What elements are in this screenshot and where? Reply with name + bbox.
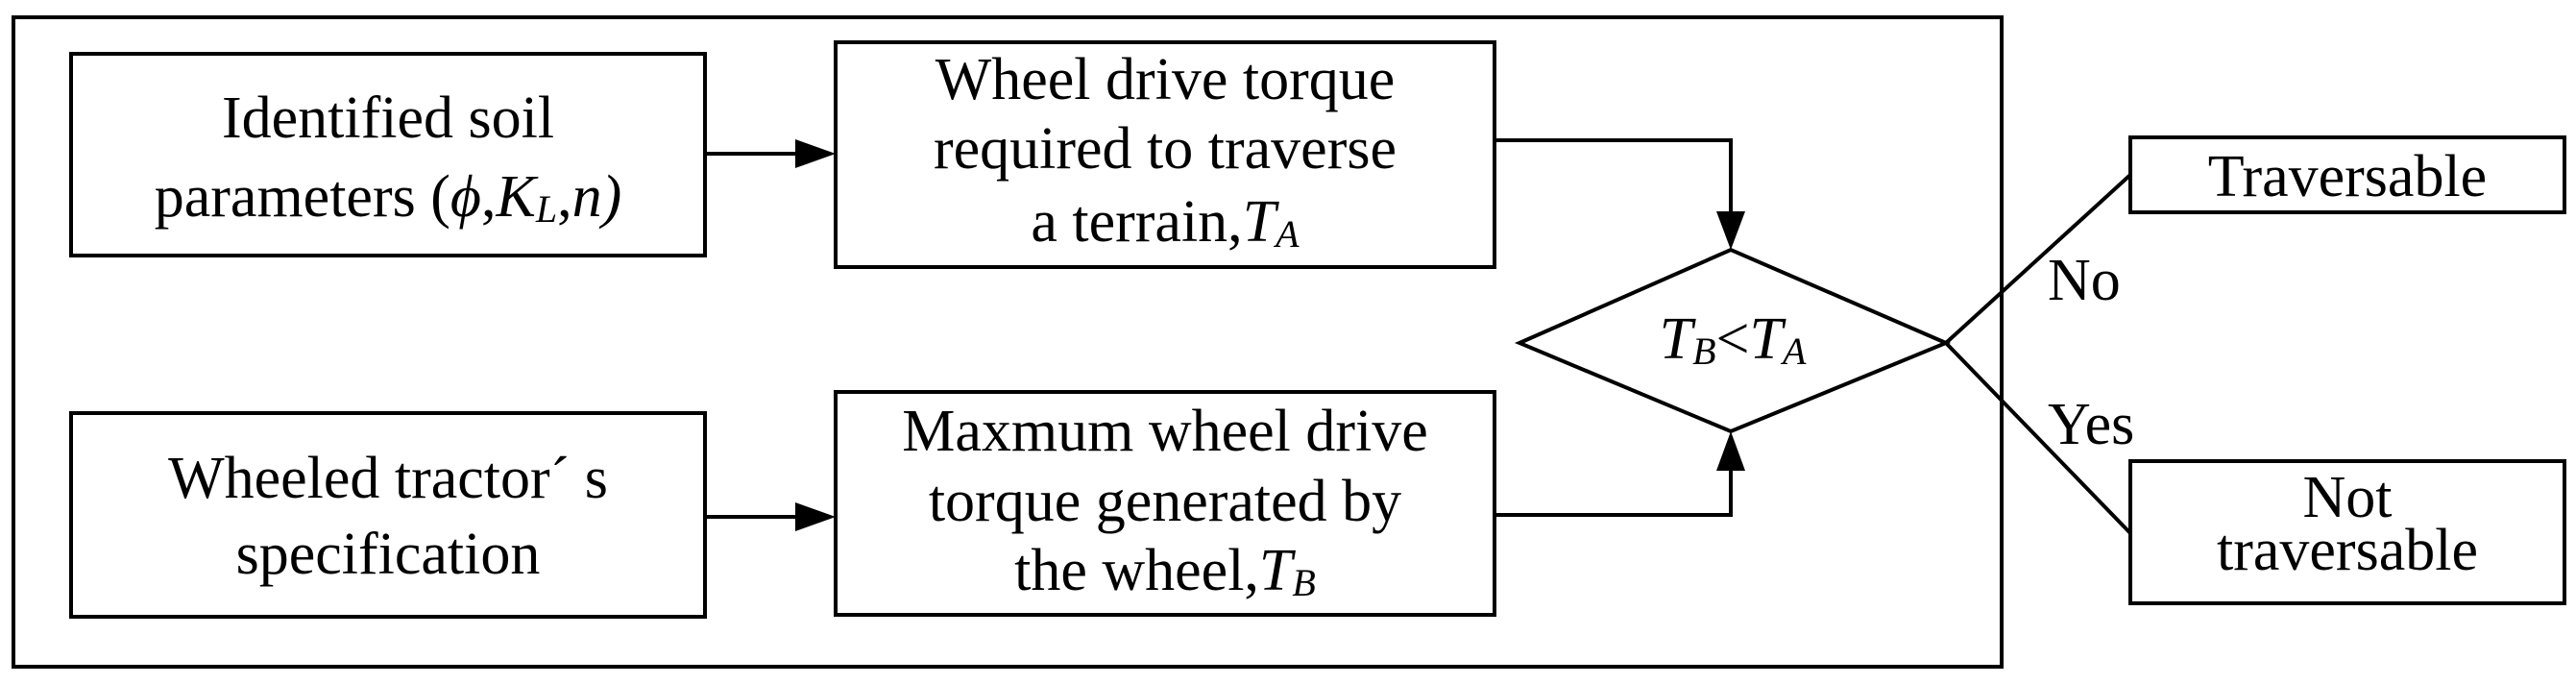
arrow-required-to-decision: [1495, 138, 1733, 213]
max-torque-line1: Maxmum wheel drive: [902, 399, 1428, 464]
required-torque-line2: required to traverse: [934, 116, 1397, 182]
required-torque-box: [834, 40, 1496, 269]
decision-left-subscript: B: [1692, 330, 1715, 373]
soil-parameters-line2: parameters (ϕ,KL,n): [155, 164, 621, 231]
arrowhead-spec-to-max: [795, 502, 836, 531]
decision-operator: <: [1716, 306, 1750, 372]
soil-parameters-box: [69, 52, 707, 257]
comma-1: ,: [481, 164, 497, 230]
tractor-spec-box: [69, 411, 707, 619]
k-symbol: K: [495, 164, 539, 230]
k-subscript: L: [535, 187, 557, 231]
comma-2: ,: [557, 164, 572, 230]
soil-parameters-line1: Identified soil: [222, 86, 554, 151]
traversable-box: [2128, 135, 2566, 214]
arrow-max-to-decision: [1495, 469, 1733, 517]
required-torque-line3: a terrain,TA: [1031, 189, 1300, 256]
max-torque-prefix: the wheel,: [1014, 538, 1259, 603]
not-traversable-line2: traversable: [2217, 518, 2478, 583]
decision-left-symbol: T: [1660, 306, 1697, 372]
arrowhead-required-to-decision: [1716, 211, 1745, 250]
edge-no: [1944, 173, 2132, 345]
ta-symbol: T: [1243, 189, 1280, 255]
required-torque-node: Wheel drive torque required to traverse …: [834, 40, 1496, 269]
max-torque-node: Maxmum wheel drive torque generated by t…: [834, 390, 1496, 617]
tb-symbol: T: [1259, 538, 1297, 603]
required-torque-prefix: a terrain,: [1031, 189, 1242, 255]
soil-parameters-node: Identified soil parameters (ϕ,KL,n): [69, 52, 707, 257]
not-traversable-node: Not traversable: [2128, 459, 2566, 605]
tractor-spec-line2: specification: [236, 522, 541, 587]
traversable-node: Traversable: [2128, 135, 2566, 214]
tb-subscript: B: [1292, 561, 1315, 604]
decision-right-subscript: A: [1780, 330, 1807, 373]
arrowhead-max-to-decision: [1716, 431, 1745, 471]
decision-node: TB<TA: [1514, 247, 1952, 434]
tractor-spec-line1: Wheeled tractor´ s: [168, 446, 608, 511]
decision-right-symbol: T: [1749, 306, 1786, 372]
edge-yes: [1944, 341, 2132, 535]
max-torque-line3: the wheel,TB: [1014, 538, 1316, 604]
traversable-label: Traversable: [2208, 144, 2487, 209]
n-symbol: n: [572, 164, 602, 230]
decision-condition: TB<TA: [1660, 306, 1807, 373]
soil-parameters-prefix: parameters (: [155, 164, 450, 230]
ta-subscript: A: [1273, 212, 1300, 256]
tractor-spec-node: Wheeled tractor´ s specification: [69, 411, 707, 619]
max-torque-box: [834, 390, 1496, 617]
arrowhead-soil-to-required: [795, 139, 836, 168]
connectors: [705, 138, 2132, 535]
phi-symbol: ϕ: [450, 164, 481, 230]
not-traversable-line1: Not: [2303, 465, 2393, 530]
close-paren: ): [599, 164, 622, 230]
max-torque-line2: torque generated by: [929, 469, 1401, 534]
edge-yes-label: Yes: [2048, 392, 2134, 457]
required-torque-line1: Wheel drive torque: [936, 47, 1396, 112]
edge-no-label: No: [2048, 248, 2121, 313]
